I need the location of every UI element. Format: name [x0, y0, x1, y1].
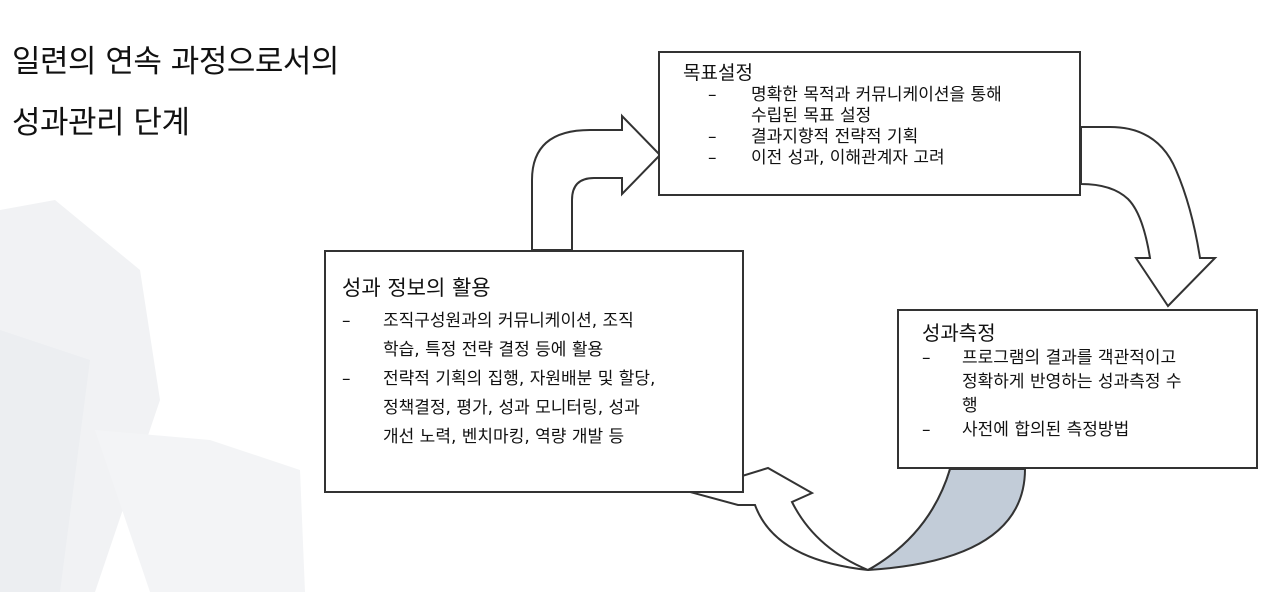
bullet-text: 조직구성원과의 커뮤니케이션, 조직: [383, 311, 634, 331]
bullet-text: 정책결정, 평가, 성과 모니터링, 성과: [383, 398, 640, 418]
watermark-shape-3: [0, 330, 90, 592]
performance-usage-bullets: – 조직구성원과의 커뮤니케이션, 조직 학습, 특정 전략 결정 등에 활용 …: [342, 307, 742, 452]
bullet-item: – 이전 성과, 이해관계자 고려: [683, 148, 1079, 169]
bullet-text: 학습, 특정 전략 결정 등에 활용: [383, 340, 604, 360]
slide-title-line2: 성과관리 단계: [12, 105, 190, 141]
arrow-measure-to-use: [686, 466, 951, 572]
arrow-use-to-goal: [531, 113, 662, 251]
goal-setting-heading: 목표설정: [683, 62, 753, 84]
bullet-dash: –: [708, 85, 717, 105]
bullet-text: 명확한 목적과 커뮤니케이션을 통해: [751, 85, 1002, 105]
goal-setting-box: 목표설정 – 명확한 목적과 커뮤니케이션을 통해 수립된 목표 설정 – 결과…: [658, 51, 1081, 196]
bullet-item: – 명확한 목적과 커뮤니케이션을 통해 수립된 목표 설정: [683, 85, 1079, 127]
performance-usage-heading: 성과 정보의 활용: [342, 276, 491, 300]
performance-usage-box: 성과 정보의 활용 – 조직구성원과의 커뮤니케이션, 조직 학습, 특정 전략…: [324, 250, 744, 493]
bullet-text: 프로그램의 결과를 객관적이고: [962, 348, 1177, 368]
bullet-text: 이전 성과, 이해관계자 고려: [751, 148, 945, 168]
bullet-dash: –: [342, 369, 351, 389]
bullet-dash: –: [708, 127, 717, 147]
slide-title-line1: 일련의 연속 과정으로서의: [12, 44, 339, 80]
bullet-item: – 결과지향적 전략적 기획: [683, 127, 1079, 148]
bullet-item: – 프로그램의 결과를 객관적이고 정확하게 반영하는 성과측정 수 행: [922, 346, 1256, 418]
bullet-text: 수립된 목표 설정: [751, 106, 872, 126]
bullet-text: 사전에 합의된 측정방법: [962, 420, 1130, 440]
bullet-text: 개선 노력, 벤치마킹, 역량 개발 등: [383, 427, 625, 447]
bullet-text: 정확하게 반영하는 성과측정 수: [962, 372, 1182, 392]
bullet-item: – 사전에 합의된 측정방법: [922, 418, 1256, 442]
bullet-text: 행: [962, 396, 978, 416]
bullet-dash: –: [922, 420, 931, 440]
bullet-text: 전략적 기획의 집행, 자원배분 및 할당,: [383, 369, 656, 389]
goal-setting-bullets: – 명확한 목적과 커뮤니케이션을 통해 수립된 목표 설정 – 결과지향적 전…: [683, 85, 1079, 169]
performance-measurement-bullets: – 프로그램의 결과를 객관적이고 정확하게 반영하는 성과측정 수 행 – 사…: [922, 346, 1256, 442]
bullet-item: – 전략적 기획의 집행, 자원배분 및 할당, 정책결정, 평가, 성과 모니…: [342, 365, 742, 452]
watermark-shape-2: [95, 430, 305, 592]
performance-measurement-box: 성과측정 – 프로그램의 결과를 객관적이고 정확하게 반영하는 성과측정 수 …: [897, 309, 1258, 469]
bullet-dash: –: [342, 311, 351, 331]
bullet-dash: –: [708, 148, 717, 168]
bullet-text: 결과지향적 전략적 기획: [751, 127, 919, 147]
bullet-item: – 조직구성원과의 커뮤니케이션, 조직 학습, 특정 전략 결정 등에 활용: [342, 307, 742, 365]
arrow-goal-to-measure: [1080, 126, 1218, 308]
bullet-dash: –: [922, 348, 931, 368]
performance-measurement-heading: 성과측정: [922, 321, 996, 345]
